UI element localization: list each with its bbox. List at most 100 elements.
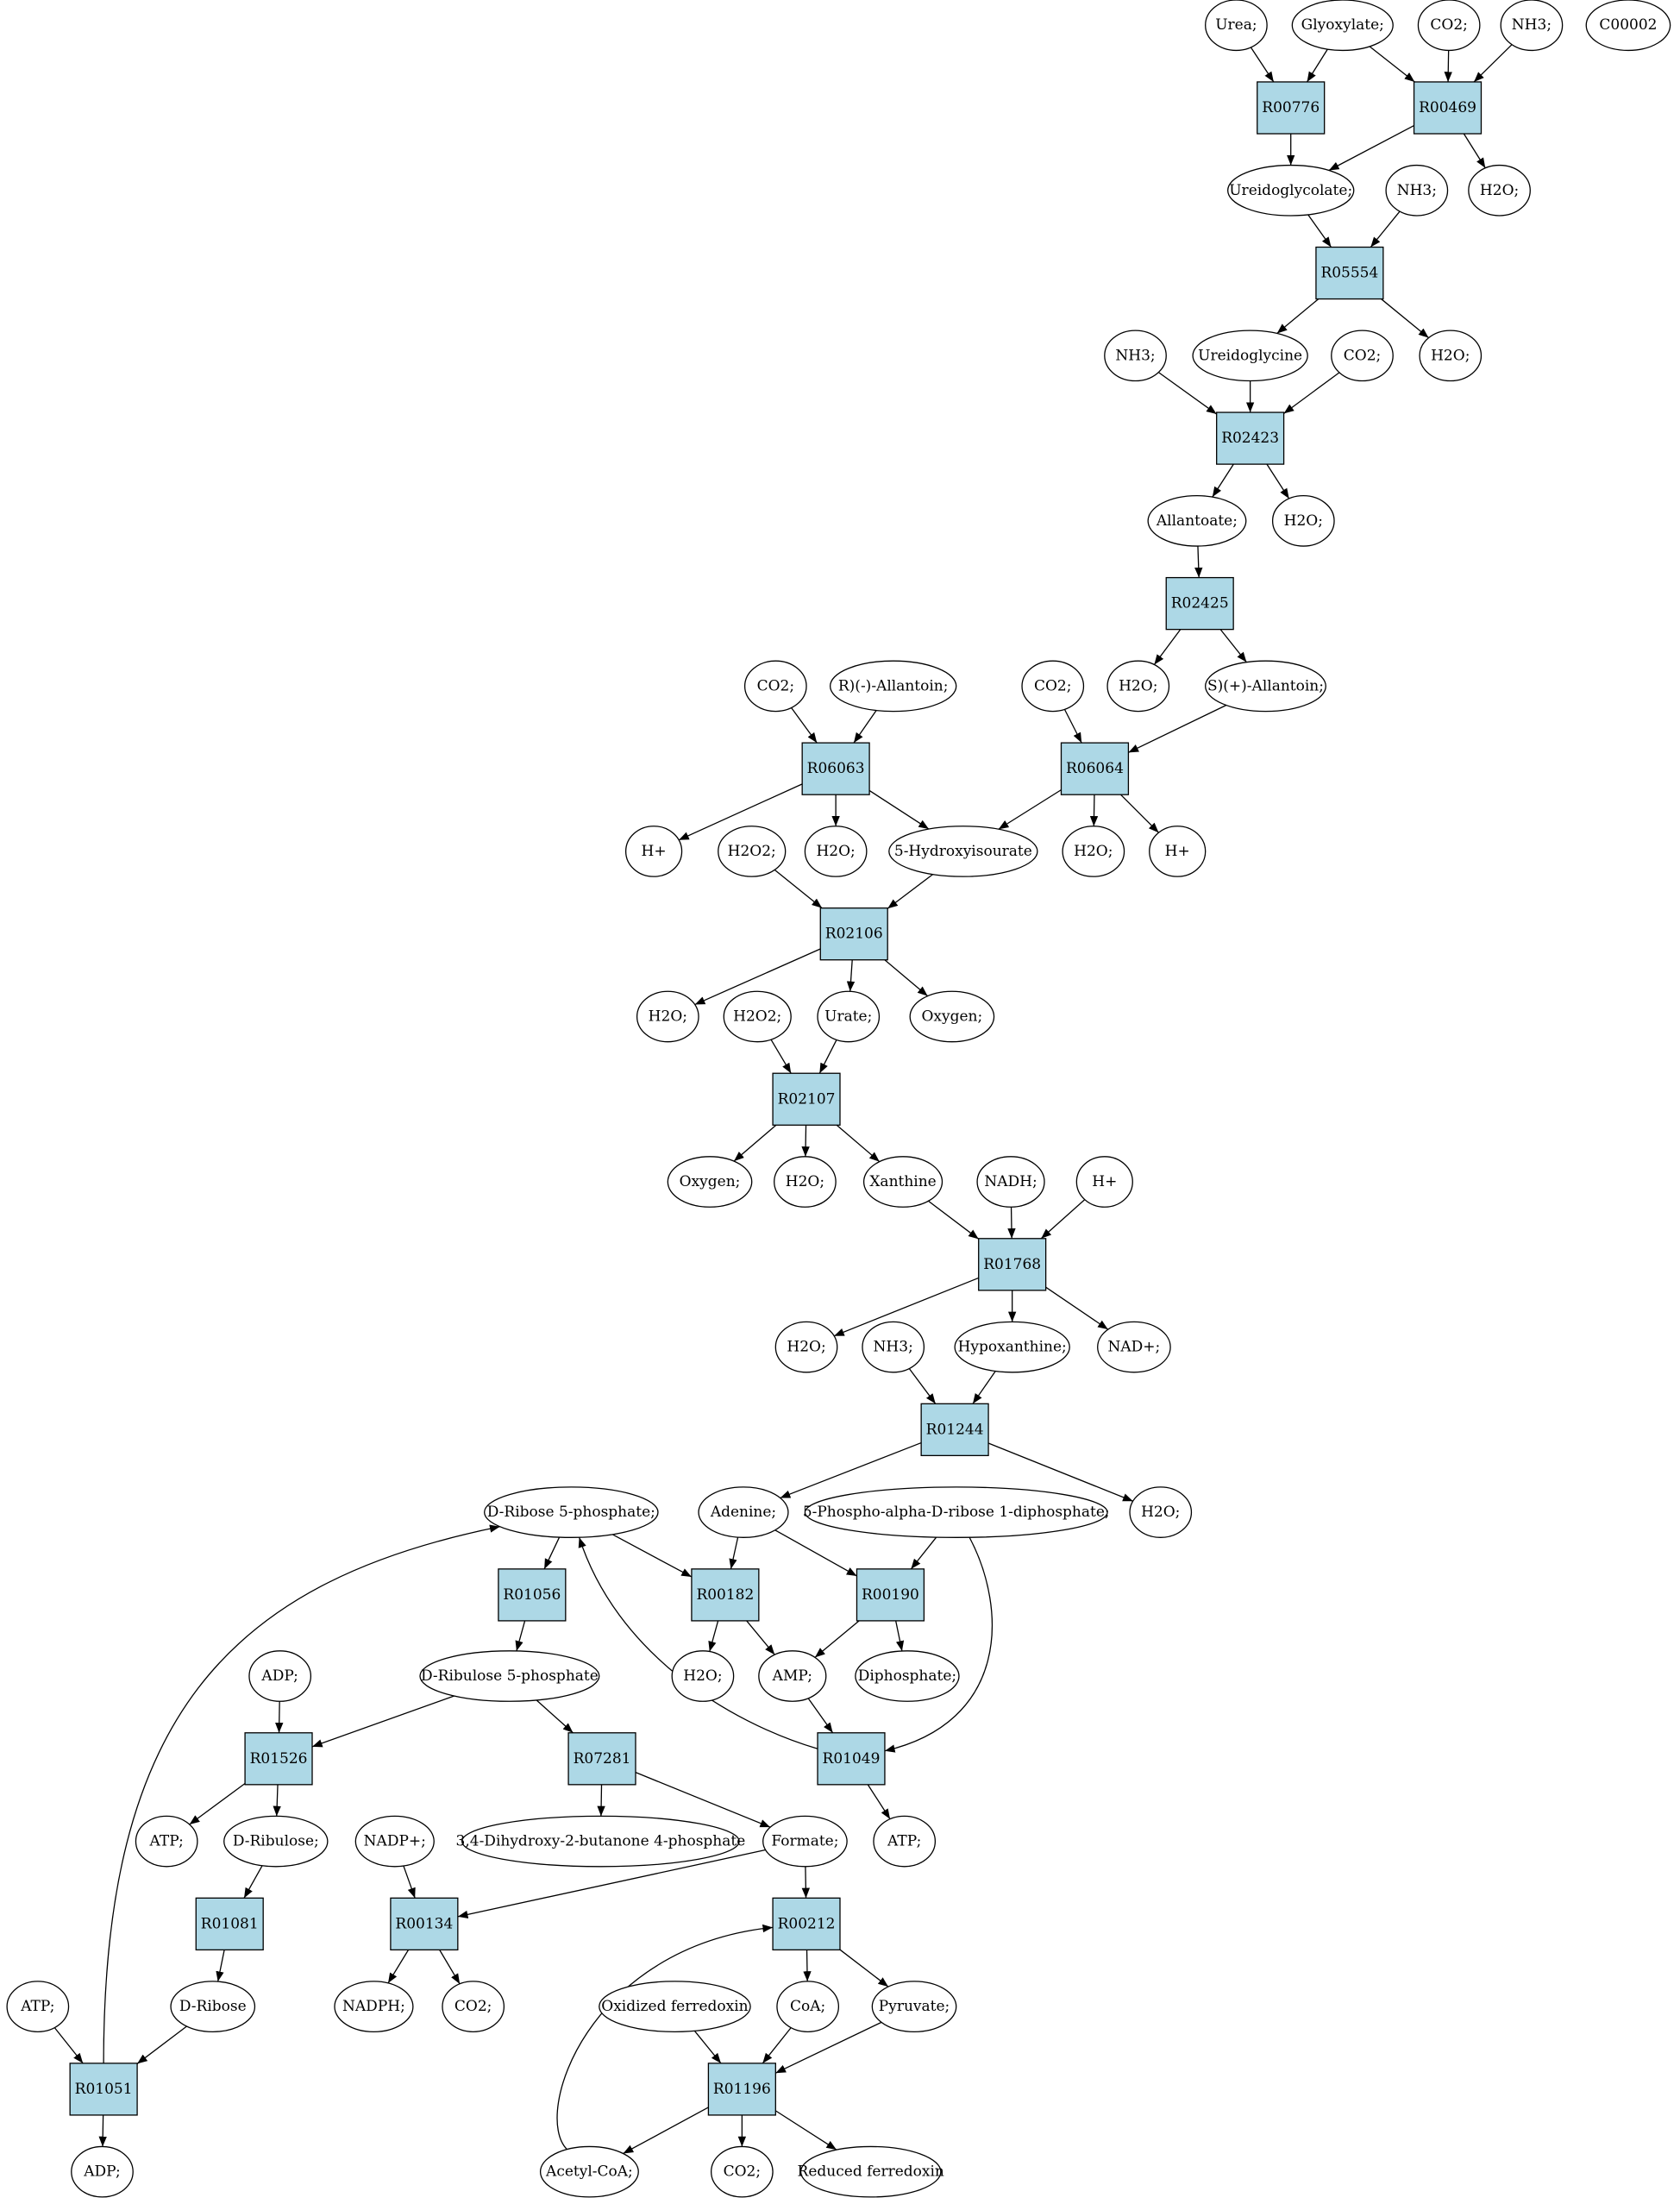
- compound-label: Hypoxanthine;: [958, 1339, 1067, 1356]
- edge-r07281-to-formate: [635, 1772, 771, 1828]
- compound-ellipse: [862, 1156, 943, 1208]
- compound-label: R)(-)-Allantoin;: [838, 677, 949, 694]
- compound-ellipse: [909, 990, 995, 1043]
- compound-label: NADH;: [984, 1173, 1037, 1190]
- compound-label: H2O;: [816, 843, 855, 860]
- compound-label: H+: [1165, 843, 1190, 860]
- compound-ellipse: [855, 1650, 960, 1702]
- compound-node-nh3-d: NH3;: [862, 1321, 925, 1373]
- edge-prpp-to-r00190: [910, 1536, 937, 1570]
- edge-ribulose5p-to-r01526: [311, 1695, 454, 1748]
- compound-node-ribose5p: D-Ribose 5-phosphate;: [484, 1486, 659, 1538]
- compound-label: H2O;: [1284, 512, 1323, 530]
- edge-r00212-to-pyruvate: [839, 1949, 889, 1987]
- compound-node-h2o2-b: H2O2;: [723, 990, 792, 1043]
- compound-label: Pyruvate;: [879, 1998, 950, 2015]
- reaction-box: [244, 1732, 313, 1786]
- reaction-box: [1413, 81, 1483, 135]
- edge-urea-to-r00776: [1250, 47, 1275, 83]
- compound-label: H2O;: [1074, 843, 1113, 860]
- compound-node-h2o-d: H2O;: [1106, 660, 1170, 713]
- reaction-box: [1216, 411, 1285, 465]
- edge-urate-to-r02107: [818, 1039, 837, 1074]
- compound-label: Acetyl-CoA;: [545, 2163, 633, 2181]
- compound-label: Ureidoglycolate;: [1229, 182, 1352, 199]
- reaction-node-r06063: R06063: [801, 742, 870, 795]
- compound-ellipse: [599, 1981, 751, 2032]
- reaction-label: R06063: [807, 760, 865, 777]
- compound-node-c00002: C00002: [1585, 0, 1671, 52]
- compound-label: Urate;: [824, 1008, 872, 1025]
- compound-label: H+: [642, 843, 667, 860]
- compound-ellipse: [1097, 1321, 1171, 1373]
- edge-d-ribose-to-r01051: [136, 2025, 187, 2064]
- compound-ellipse: [1417, 0, 1481, 52]
- edge-r02106-to-urate: [846, 959, 856, 992]
- compound-node-h2o-a: H2O;: [1468, 164, 1531, 217]
- compound-label: H2O;: [1480, 182, 1519, 199]
- compound-node-coa: CoA;: [776, 1981, 840, 2032]
- compound-node-h2o-j: H2O;: [1129, 1486, 1193, 1538]
- compound-ellipse: [1147, 494, 1247, 547]
- compound-ellipse: [71, 2145, 134, 2198]
- compound-ellipse: [624, 826, 683, 877]
- compound-ellipse: [334, 1981, 414, 2032]
- compound-label: CO2;: [1034, 677, 1072, 694]
- compound-node-nadh: NADH;: [976, 1156, 1045, 1208]
- compound-ellipse: [1385, 164, 1449, 217]
- compound-label: Xanthine: [869, 1173, 936, 1190]
- compound-ellipse: [1291, 0, 1394, 52]
- compound-ellipse: [804, 1486, 1108, 1538]
- edge-r02107-to-oxygen-b: [733, 1124, 777, 1162]
- reaction-label: R01244: [926, 1421, 984, 1438]
- nodes-layer: Urea;Glyoxylate;CO2;NH3;C00002Ureidoglyc…: [6, 0, 1671, 2198]
- compound-ellipse: [1062, 826, 1125, 877]
- compound-ellipse: [804, 826, 868, 877]
- compound-label: H2O2;: [733, 1008, 781, 1025]
- compound-label: NADPH;: [342, 1998, 405, 2015]
- compound-node-hplus-c: H+: [1075, 1156, 1133, 1208]
- compound-label: NH3;: [1115, 347, 1155, 364]
- reaction-box: [498, 1568, 567, 1622]
- compound-label: D-Ribulose;: [233, 1833, 319, 1850]
- reaction-label: R06064: [1066, 760, 1124, 777]
- reaction-box: [1315, 246, 1384, 300]
- compound-label: Reduced ferredoxin: [798, 2163, 944, 2181]
- compound-label: ATP;: [887, 1833, 921, 1850]
- edge-hplus-c-to-r01768: [1040, 1199, 1086, 1240]
- compound-node-pyruvate: Pyruvate;: [871, 1981, 957, 2032]
- compound-label: Allantoate;: [1156, 512, 1238, 530]
- compound-label: ADP;: [260, 1667, 298, 1685]
- reaction-node-r01051: R01051: [69, 2063, 138, 2116]
- compound-label: D-Ribose 5-phosphate;: [487, 1504, 655, 1521]
- compound-node-nh3-a: NH3;: [1500, 0, 1564, 52]
- edge-r00190-to-amp: [814, 1620, 860, 1658]
- compound-label: ATP;: [149, 1833, 184, 1850]
- edge-r06063-to-hplus-a: [678, 783, 803, 841]
- compound-node-s-allantoin: S)(+)-Allantoin;: [1205, 660, 1326, 713]
- compound-ellipse: [1205, 0, 1268, 52]
- reaction-box: [772, 1897, 841, 1951]
- edge-ox-ferredoxin-to-r01196: [693, 2030, 722, 2064]
- reaction-node-r05554: R05554: [1315, 246, 1384, 300]
- compound-label: Adenine;: [710, 1504, 776, 1521]
- reaction-label: R00190: [862, 1586, 919, 1604]
- reaction-node-r01081: R01081: [195, 1897, 264, 1951]
- reaction-label: R02423: [1221, 430, 1279, 447]
- edge-r02423-to-allantoate: [1212, 463, 1234, 498]
- reaction-box: [390, 1897, 459, 1951]
- edge-pyruvate-to-r01196: [775, 2021, 882, 2074]
- reaction-label: R02106: [825, 926, 883, 943]
- reaction-label: R01526: [250, 1750, 308, 1768]
- compound-node-nadplus: NAD+;: [1097, 1321, 1171, 1373]
- reaction-node-r01196: R01196: [707, 2063, 776, 2116]
- compound-ellipse: [723, 990, 792, 1043]
- edge-co2-d-to-r06063: [791, 707, 818, 744]
- edge-allantoate-to-r02425: [1194, 546, 1203, 578]
- compound-label: D-Ribose: [179, 1998, 247, 2015]
- compound-node-adenine: Adenine;: [698, 1486, 789, 1538]
- compound-ellipse: [954, 1321, 1070, 1373]
- compound-ellipse: [223, 1815, 329, 1868]
- reaction-label: R00134: [395, 1915, 453, 1932]
